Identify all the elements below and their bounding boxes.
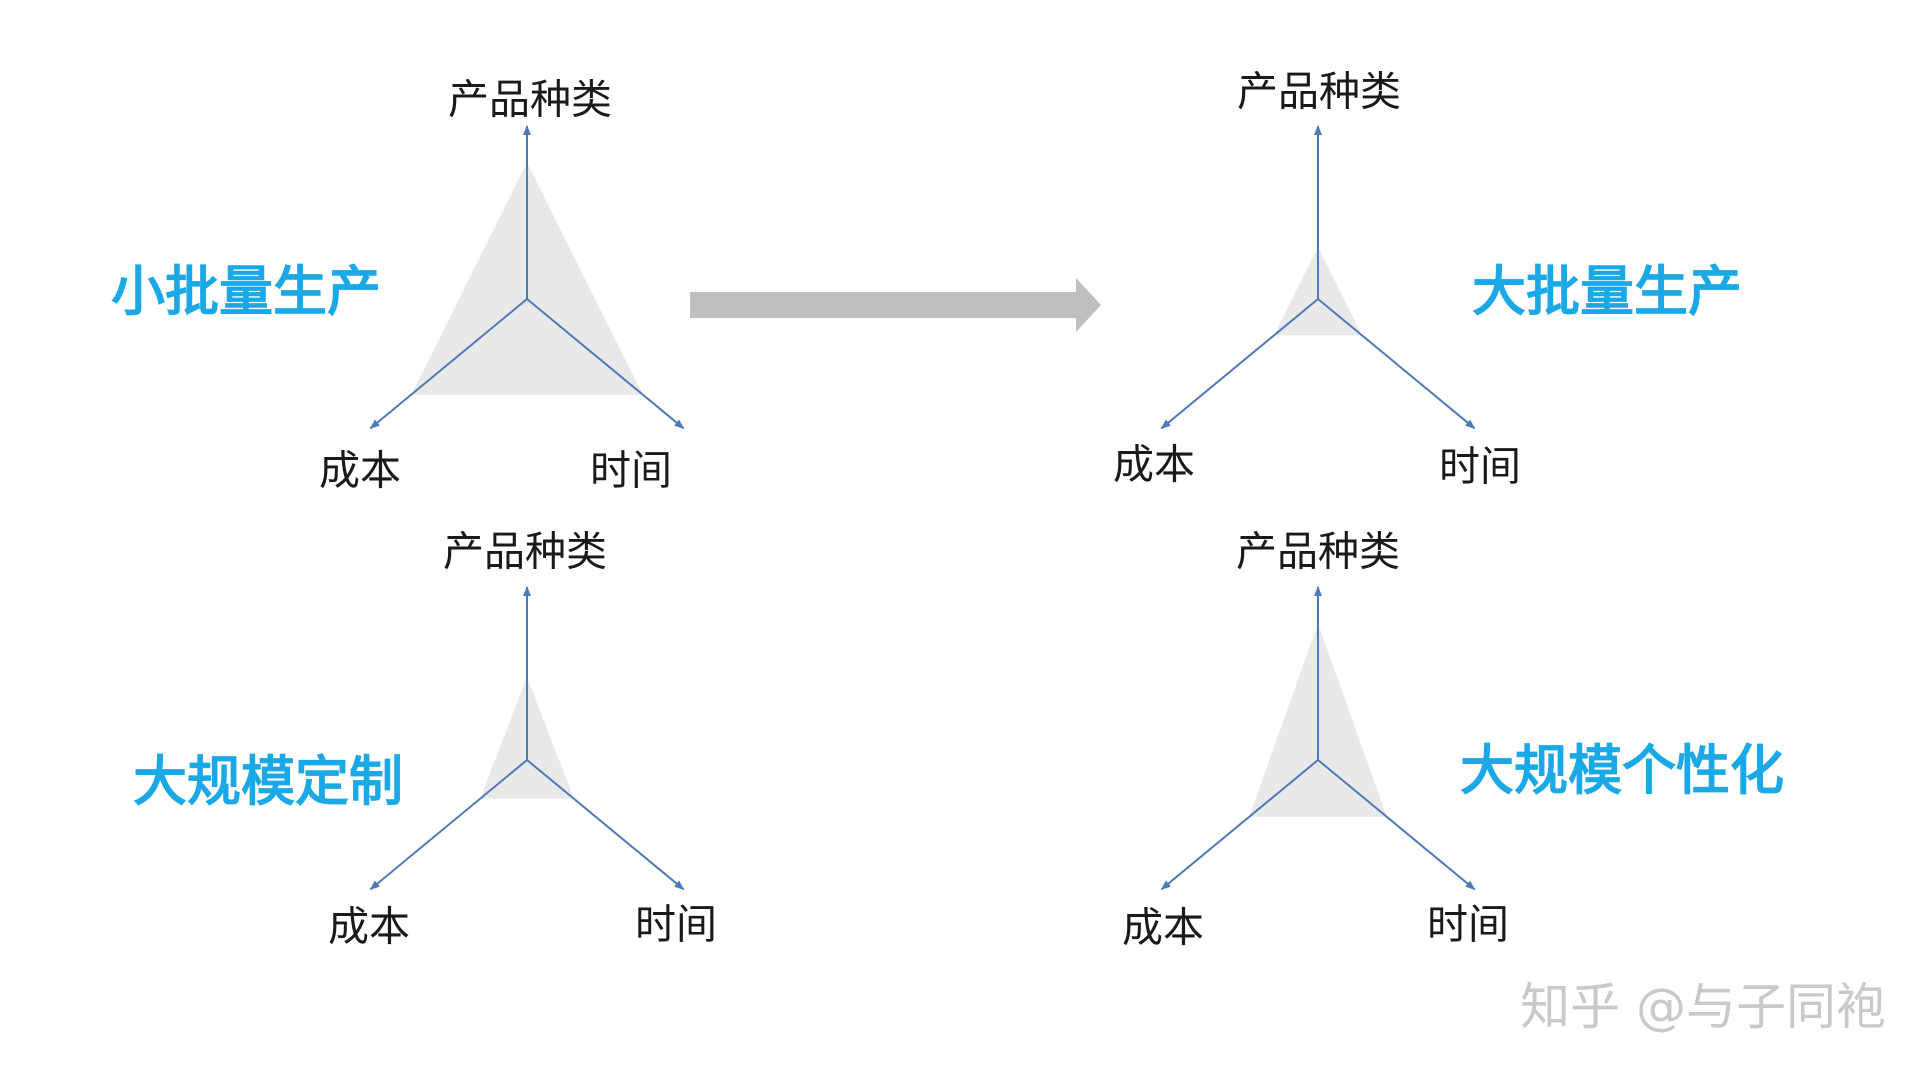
axis-time (1317, 298, 1476, 430)
axis-label-time: 时间 (1427, 900, 1509, 949)
axis-label-cost: 成本 (1122, 903, 1204, 952)
axis-label-product-variety: 产品种类 (448, 75, 612, 124)
axis-label-product-variety: 产品种类 (1237, 67, 1401, 116)
radar-diagram-mass-production (1160, 125, 1476, 430)
radar-diagram-small-batch (369, 125, 685, 430)
axis-cost (369, 298, 528, 430)
axis-label-product-variety: 产品种类 (1236, 527, 1400, 576)
axis-label-time: 时间 (635, 900, 717, 949)
watermark: 知乎 @与子同袍 (1520, 978, 1886, 1036)
axis-label-time: 时间 (590, 446, 672, 495)
axis-label-product-variety: 产品种类 (443, 527, 607, 576)
axis-label-cost: 成本 (319, 446, 401, 495)
axis-time (526, 759, 685, 891)
transition-arrow (690, 278, 1101, 332)
axis-label-cost: 成本 (1113, 440, 1195, 489)
mode-label: 大批量生产 (1472, 260, 1742, 323)
radar-diagram-mass-personalization (1160, 586, 1476, 891)
radar-diagram-mass-customization (369, 586, 685, 891)
mode-label: 大规模个性化 (1460, 739, 1784, 802)
axis-label-cost: 成本 (328, 902, 410, 951)
mode-label: 小批量生产 (111, 260, 381, 323)
mode-label: 大规模定制 (133, 750, 403, 813)
axis-cost (1160, 298, 1319, 430)
axis-time (526, 298, 685, 430)
axis-label-time: 时间 (1439, 442, 1521, 491)
axis-cost (1160, 759, 1319, 891)
axis-cost (369, 759, 528, 891)
axis-time (1317, 759, 1476, 891)
